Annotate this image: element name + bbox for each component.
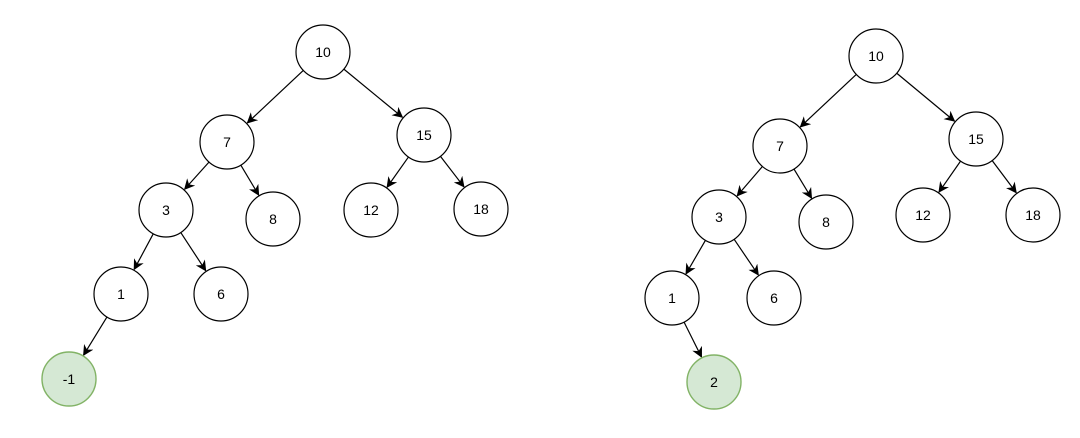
tree-node-18: 18	[453, 181, 509, 237]
node-circle	[138, 182, 194, 238]
tree-node-8: 8	[798, 194, 854, 250]
node-label: 6	[217, 286, 225, 302]
edge-arrow-n3-to-n6	[733, 239, 759, 276]
edge-arrow-n10-to-n15	[343, 68, 404, 118]
node-label: -1	[63, 371, 76, 387]
node-label: 8	[269, 211, 277, 227]
edge-arrow-n7-to-n3	[736, 166, 763, 197]
node-label: 2	[710, 374, 718, 390]
node-label: 3	[162, 202, 170, 218]
node-label: 10	[868, 48, 884, 64]
edge-arrow-n7-to-n3	[183, 161, 210, 190]
node-circle	[193, 266, 249, 322]
edge-arrow-n7-to-n8	[793, 168, 813, 199]
node-label: 18	[1025, 207, 1041, 223]
tree-node-3: 3	[691, 189, 747, 245]
node-circle	[396, 107, 452, 163]
node-label: 1	[117, 286, 125, 302]
edge-arrow-n1-to-n2	[683, 321, 703, 358]
inserted-node-circle	[686, 354, 742, 410]
tree-node-6: 6	[746, 270, 802, 326]
node-label: 7	[223, 134, 231, 150]
node-label: 10	[315, 44, 331, 60]
right-tree: 10 7 15 3 8 12 18 1 6 2	[644, 28, 1061, 410]
tree-node-7: 7	[199, 114, 255, 170]
edge-arrow-n3-to-n1	[685, 240, 706, 275]
tree-node-15: 15	[948, 111, 1004, 167]
tree-node-15: 15	[396, 107, 452, 163]
tree-node-10: 10	[848, 28, 904, 84]
tree-node-10: 10	[295, 24, 351, 80]
tree-node-2: 2	[686, 354, 742, 410]
node-circle	[752, 118, 808, 174]
node-circle	[93, 266, 149, 322]
tree-node-1: 1	[93, 266, 149, 322]
tree-node-18: 18	[1005, 187, 1061, 243]
node-label: 18	[473, 201, 489, 217]
node-circle	[895, 187, 951, 243]
node-circle	[746, 270, 802, 326]
node-circle	[295, 24, 351, 80]
node-label: 15	[416, 127, 432, 143]
edge-arrow-n15-to-n12	[386, 156, 409, 189]
node-circle	[798, 194, 854, 250]
edge-arrow-n10-to-n7	[246, 70, 304, 124]
node-circle	[453, 181, 509, 237]
node-circle	[948, 111, 1004, 167]
edge-arrow-n10-to-n7	[799, 74, 857, 128]
node-circle	[1005, 187, 1061, 243]
left-tree: 10 7 15 3 8 12 18 1 6 -1	[41, 24, 509, 407]
node-circle	[245, 191, 301, 247]
node-circle	[199, 114, 255, 170]
node-label: 15	[968, 131, 984, 147]
node-circle	[343, 182, 399, 238]
node-label: 3	[715, 209, 723, 225]
node-circle	[691, 189, 747, 245]
edge-arrow-n7-to-n8	[240, 164, 260, 196]
tree-node-12: 12	[895, 187, 951, 243]
tree-node-8: 8	[245, 191, 301, 247]
edge-arrow-n3-to-n6	[180, 232, 207, 272]
tree-node--1: -1	[41, 351, 97, 407]
tree-node-12: 12	[343, 182, 399, 238]
tree-node-3: 3	[138, 182, 194, 238]
node-circle	[644, 270, 700, 326]
node-label: 8	[822, 214, 830, 230]
edge-arrow-n15-to-n12	[938, 160, 962, 193]
node-label: 6	[770, 290, 778, 306]
node-label: 12	[915, 207, 931, 223]
tree-node-6: 6	[193, 266, 249, 322]
edge-arrow-n10-to-n15	[896, 72, 956, 122]
edge-arrow-n15-to-n18	[991, 160, 1017, 194]
edge-arrow-n3-to-n1	[133, 233, 154, 271]
edge-arrow-n15-to-n18	[440, 156, 465, 188]
node-label: 12	[363, 202, 379, 218]
tree-node-1: 1	[644, 270, 700, 326]
node-label: 1	[668, 290, 676, 306]
tree-node-7: 7	[752, 118, 808, 174]
node-circle	[848, 28, 904, 84]
inserted-node-circle	[41, 351, 97, 407]
edge-arrow-n1-to-nm1	[83, 316, 108, 357]
node-label: 7	[776, 138, 784, 154]
